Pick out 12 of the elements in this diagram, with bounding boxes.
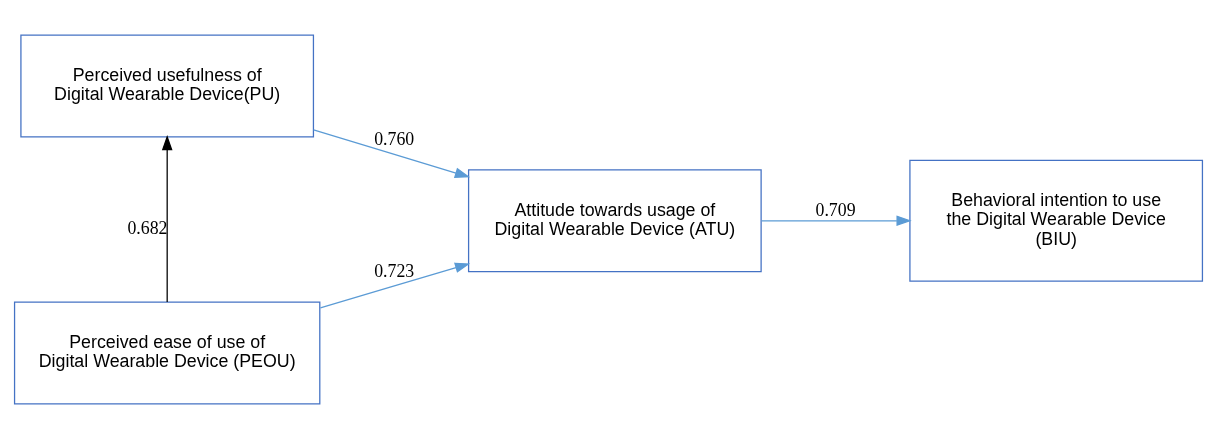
arrow (161, 135, 173, 303)
edge-label: 0.760 (374, 128, 415, 149)
edge-label: 0.682 (127, 217, 168, 238)
node-box: Behavioral intention to use the Digital Wearable Device (BIU) (909, 159, 1204, 282)
node-box: Attitude towards usage of Digital Wearable Device (ATU) (467, 169, 762, 273)
node-box: Perceived ease of use of Digital Wearable Device (PEOU) (13, 301, 321, 405)
edge-label: 0.709 (815, 199, 856, 220)
arrow (312, 129, 471, 178)
edge-label: 0.723 (374, 260, 415, 281)
node-box: Perceived usefulness of Digital Wearable Device(PU) (20, 34, 315, 138)
arrow (761, 215, 912, 227)
arrow (319, 262, 471, 309)
